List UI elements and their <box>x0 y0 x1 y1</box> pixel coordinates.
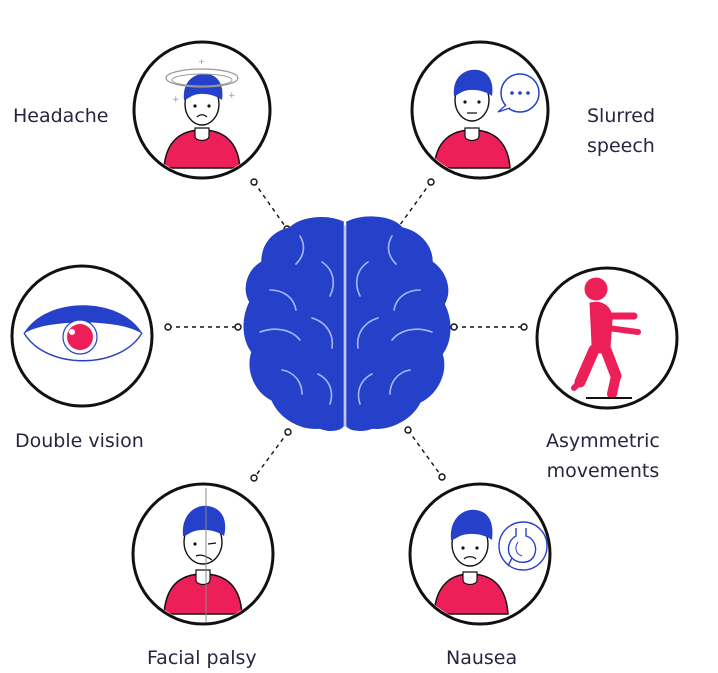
nausea-label-text: Nausea <box>446 647 518 669</box>
double-vision-label: Double vision <box>15 426 144 456</box>
connector-headache <box>250 178 291 233</box>
dizzy-person-icon: + + + <box>132 40 272 180</box>
svg-text:+: + <box>172 95 180 105</box>
slurred-speech-label: Slurred speech <box>587 101 655 161</box>
headache-label-text: Headache <box>13 105 109 127</box>
slurred-speech-label-line1: Slurred <box>587 105 656 127</box>
walking-figure-icon <box>535 266 679 410</box>
half-face-person-icon <box>131 482 275 626</box>
eye-icon <box>10 264 154 408</box>
svg-text:+: + <box>198 57 205 66</box>
speech-bubble-icon <box>497 73 540 113</box>
connector-facial-palsy <box>250 428 292 482</box>
svg-text:+: + <box>228 91 236 101</box>
brain-icon <box>243 216 451 431</box>
facial-palsy-label-text: Facial palsy <box>147 647 257 669</box>
connectors <box>164 178 528 482</box>
connector-nausea <box>404 426 446 481</box>
asymmetric-movements-label: Asymmetric movements <box>546 426 660 486</box>
asymmetric-movements-label-line1: Asymmetric <box>546 430 660 452</box>
connector-slurred-speech <box>393 178 435 233</box>
stomach-icon <box>498 521 548 571</box>
double-vision-label-text: Double vision <box>15 430 144 452</box>
slurred-speech-label-line2: speech <box>587 135 655 157</box>
connector-asymmetric-movements <box>450 323 528 331</box>
nausea-label: Nausea <box>446 643 517 673</box>
asymmetric-movements-label-line2: movements <box>546 460 660 482</box>
speech-bubble-person-icon <box>410 40 550 180</box>
headache-label: Headache <box>13 101 109 131</box>
stomach-person-icon <box>408 482 552 626</box>
facial-palsy-label: Facial palsy <box>147 643 257 673</box>
connector-double-vision <box>164 323 242 331</box>
